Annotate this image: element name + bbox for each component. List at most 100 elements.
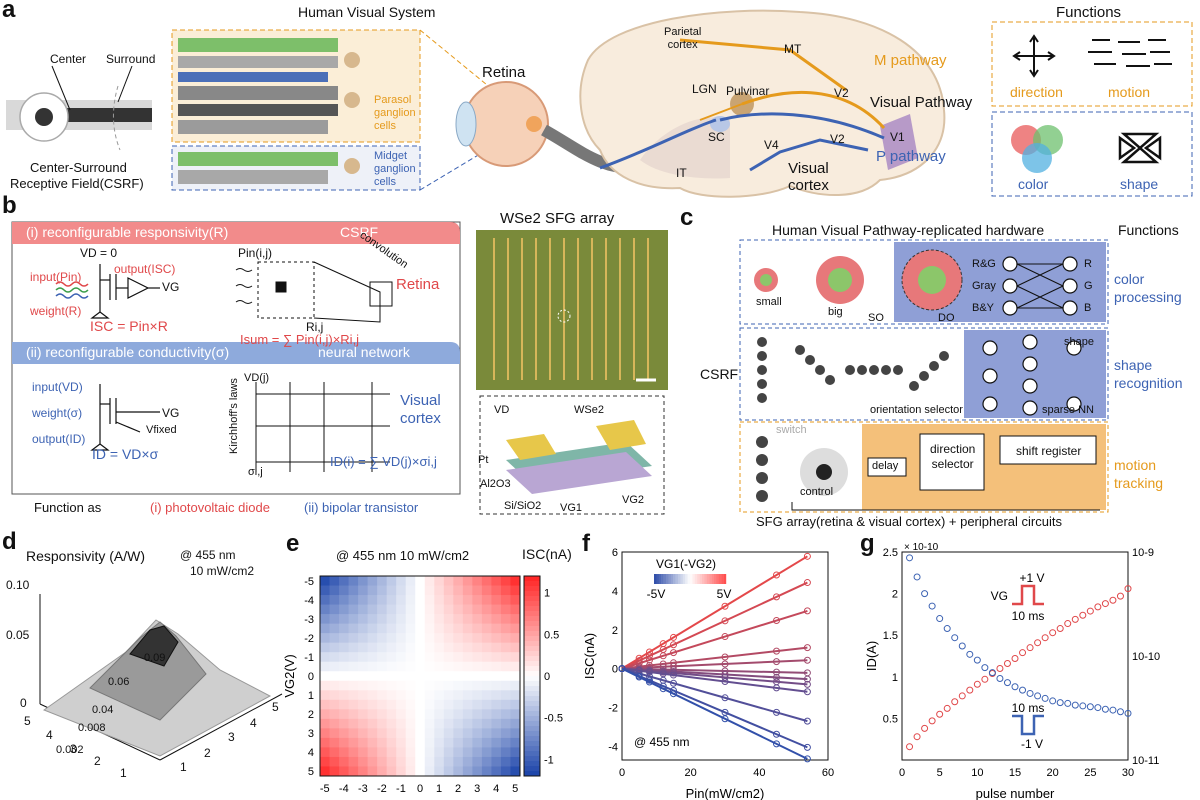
g-data-point <box>1034 692 1042 700</box>
g-data-point <box>1109 706 1117 714</box>
f-data-point <box>773 684 780 692</box>
f-data-point <box>721 715 729 723</box>
vdj-label: VD(j) <box>244 372 270 384</box>
f-data-point <box>773 571 780 579</box>
heatmap-cell <box>500 652 511 663</box>
heatmap-cell <box>348 633 359 644</box>
function-direction: direction <box>1010 84 1063 100</box>
heatmap-cell <box>453 604 464 615</box>
v2-bottom-label: V2 <box>830 132 845 146</box>
heatmap-cell <box>320 661 331 672</box>
f-data-point <box>803 675 811 683</box>
heatmap-cell <box>434 576 445 587</box>
g-data-point <box>1034 639 1042 647</box>
heatmap-cell <box>453 699 464 710</box>
heatmap-cell <box>472 680 483 691</box>
heatmap-cell <box>405 766 416 777</box>
heatmap-cell <box>396 756 407 767</box>
panel-d-note1: @ 455 nm <box>180 548 236 562</box>
heatmap-cell <box>377 699 388 710</box>
heatmap-cell <box>500 604 511 615</box>
f-fit-line <box>621 667 808 723</box>
heatmap-cell <box>462 623 473 634</box>
g-frame <box>901 551 1129 761</box>
heatmap-cell <box>424 633 435 644</box>
heatmap-cell <box>510 661 521 672</box>
heatmap-cell <box>415 585 426 596</box>
input-pin-label: input(Pin) <box>30 270 82 284</box>
heatmap-cell <box>453 642 464 653</box>
colorbar-segment <box>524 761 540 767</box>
heatmap-cell <box>367 604 378 615</box>
g-pulse-pos-width: 10 ms <box>1012 609 1045 623</box>
colorbar-segment <box>524 631 540 637</box>
heatmap-cell <box>339 756 350 767</box>
colorbar-segment <box>524 626 540 632</box>
heatmap-cell <box>443 585 454 596</box>
heatmap-cell <box>415 756 426 767</box>
g-data-point <box>1003 659 1011 667</box>
heatmap-cell <box>339 595 350 606</box>
heatmap-cell <box>377 718 388 729</box>
heatmap-cell <box>348 661 359 672</box>
device-electrode-left <box>506 434 556 460</box>
heatmap-cell <box>396 671 407 682</box>
d-peak-4: 0.002 <box>56 744 84 756</box>
g-x-tick: 15 <box>1009 767 1021 779</box>
colorbar-segment <box>524 596 540 602</box>
heatmap-cell <box>405 756 416 767</box>
heatmap-cell <box>358 604 369 615</box>
colorbar-segment <box>524 736 540 742</box>
heatmap-cell <box>405 595 416 606</box>
heatmap-cell <box>510 623 521 634</box>
heatmap-cell <box>462 633 473 644</box>
heatmap-cell <box>462 614 473 625</box>
heatmap-cell <box>348 585 359 596</box>
heatmap-cell <box>377 766 388 777</box>
f-fit-line <box>621 667 808 760</box>
so-label: SO <box>868 312 884 324</box>
e-x-tick: 1 <box>436 783 442 795</box>
f-data-point <box>773 647 780 655</box>
heatmap-cell <box>348 652 359 663</box>
g-data-point <box>1094 603 1102 611</box>
heatmap-cell <box>491 661 502 672</box>
heatmap-cell <box>481 756 492 767</box>
f-legend-gradient <box>706 574 710 584</box>
switch-label: switch <box>776 424 807 436</box>
heatmap-cell <box>491 756 502 767</box>
heatmap-cell <box>396 718 407 729</box>
heatmap-cell <box>415 661 426 672</box>
it-label: IT <box>676 166 687 180</box>
f-data-point <box>803 755 811 763</box>
heatmap-cell <box>358 595 369 606</box>
d-y-tick-3: 4 <box>250 716 257 730</box>
heatmap-cell <box>443 614 454 625</box>
csrf-center-label: Center <box>50 52 87 66</box>
heatmap-cell <box>358 709 369 720</box>
csrf-center-dot <box>35 108 53 126</box>
heatmap-cell <box>405 623 416 634</box>
heatmap-cell <box>500 595 511 606</box>
heatmap-cell <box>462 699 473 710</box>
heatmap-cell <box>358 623 369 634</box>
heatmap-cell <box>396 737 407 748</box>
heatmap-cell <box>443 718 454 729</box>
function-as-label: Function as <box>34 500 102 515</box>
heatmap-cell <box>481 604 492 615</box>
g-data-point <box>973 680 981 688</box>
g-data-point <box>943 704 951 712</box>
f-legend-gradient <box>709 574 712 584</box>
g-x-tick: 25 <box>1084 767 1096 779</box>
heatmap-cell <box>500 728 511 739</box>
heatmap-cell <box>367 718 378 729</box>
heatmap-cell <box>386 690 397 701</box>
heatmap-cell <box>358 728 369 739</box>
csrf-caption-2: Receptive Field(CSRF) <box>10 176 144 191</box>
f-data-point <box>670 679 677 687</box>
d-peak-3: 0.008 <box>78 722 106 734</box>
f-data-point <box>721 633 729 641</box>
heatmap-cell <box>434 623 445 634</box>
